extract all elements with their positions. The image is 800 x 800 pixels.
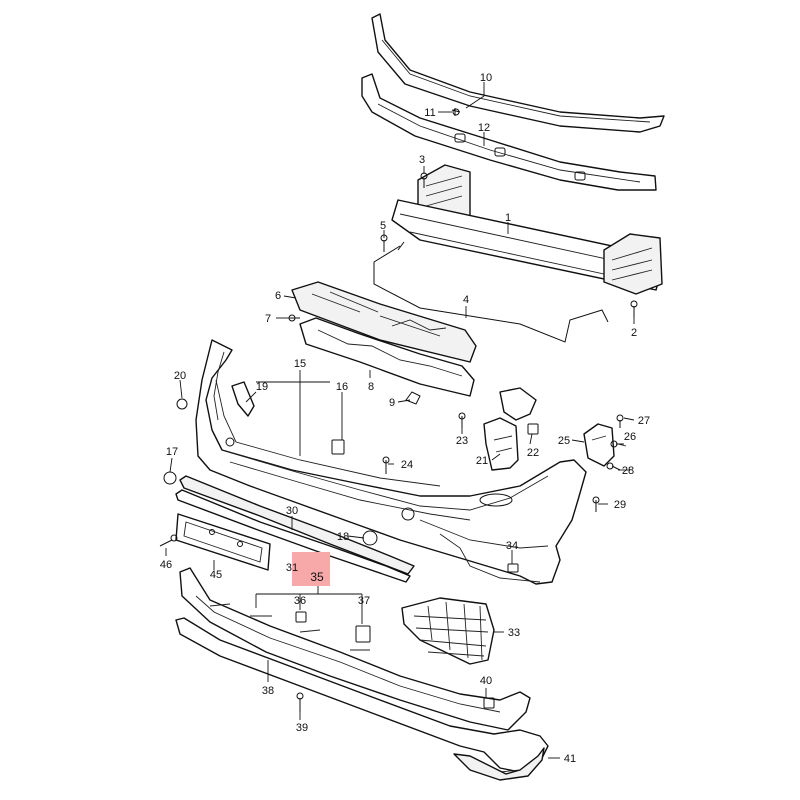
part-25-side-bracket — [583, 423, 615, 467]
callout-35: 35 — [310, 570, 324, 584]
part-41-lip-trim — [175, 617, 549, 781]
callout-9: 9 — [389, 397, 395, 409]
callout-18: 18 — [337, 531, 349, 543]
callout-45: 45 — [210, 569, 222, 581]
callout-16: 16 — [336, 381, 348, 393]
screws — [159, 108, 638, 712]
callout-23: 23 — [456, 435, 468, 447]
callout-34: 34 — [506, 540, 518, 552]
callout-38: 38 — [262, 685, 274, 697]
callout-28: 28 — [622, 465, 634, 477]
callout-24: 24 — [401, 459, 413, 471]
part-10-upper-strip — [371, 13, 665, 133]
callout-37: 37 — [358, 595, 370, 607]
callout-labels: 10 11 12 3 1 5 2 4 6 7 8 9 15 16 19 20 1… — [160, 72, 650, 765]
callout-20: 20 — [174, 370, 186, 382]
callout-26: 26 — [624, 431, 636, 443]
part-21-bracket — [483, 387, 537, 471]
callout-33: 33 — [508, 627, 520, 639]
callout-36: 36 — [294, 595, 306, 607]
callout-25: 25 — [558, 435, 570, 447]
callout-15: 15 — [294, 358, 306, 370]
highlight-box-35 — [292, 552, 330, 586]
callout-12: 12 — [478, 122, 490, 134]
callout-29: 29 — [614, 499, 626, 511]
callout-31: 31 — [286, 562, 298, 574]
part-4-cable — [373, 241, 609, 343]
callout-3: 3 — [419, 154, 425, 166]
part-45-license-plate-base — [175, 513, 271, 571]
callout-21: 21 — [476, 455, 488, 467]
part-12-upper-cross-member — [361, 73, 657, 191]
callout-11: 11 — [424, 107, 435, 119]
leader-lines — [165, 82, 635, 759]
callout-6: 6 — [275, 290, 281, 302]
callout-39: 39 — [296, 722, 308, 734]
callout-40: 40 — [480, 675, 492, 687]
part-33-grille — [401, 597, 495, 665]
part-1-bumper-reinforcement — [391, 164, 663, 295]
callout-1: 1 — [505, 212, 511, 224]
callout-17: 17 — [166, 446, 178, 458]
callout-46: 46 — [160, 559, 172, 571]
callout-8: 8 — [368, 381, 374, 393]
callout-10: 10 — [480, 72, 492, 84]
callout-4: 4 — [463, 294, 469, 306]
callout-19: 19 — [256, 381, 268, 393]
part-8-lower-carrier — [299, 317, 475, 397]
callout-30: 30 — [286, 505, 298, 517]
callout-41: 41 — [564, 753, 576, 765]
callout-27: 27 — [638, 415, 650, 427]
callout-5: 5 — [380, 220, 386, 232]
callout-22: 22 — [527, 447, 539, 459]
part-38-lower-spoiler — [179, 567, 531, 731]
part-30-trim-strip — [175, 475, 415, 583]
bumper-cover — [195, 339, 587, 585]
part-6-energy-absorber — [291, 281, 477, 363]
callout-2: 2 — [631, 327, 637, 339]
callout-7: 7 — [265, 313, 271, 325]
